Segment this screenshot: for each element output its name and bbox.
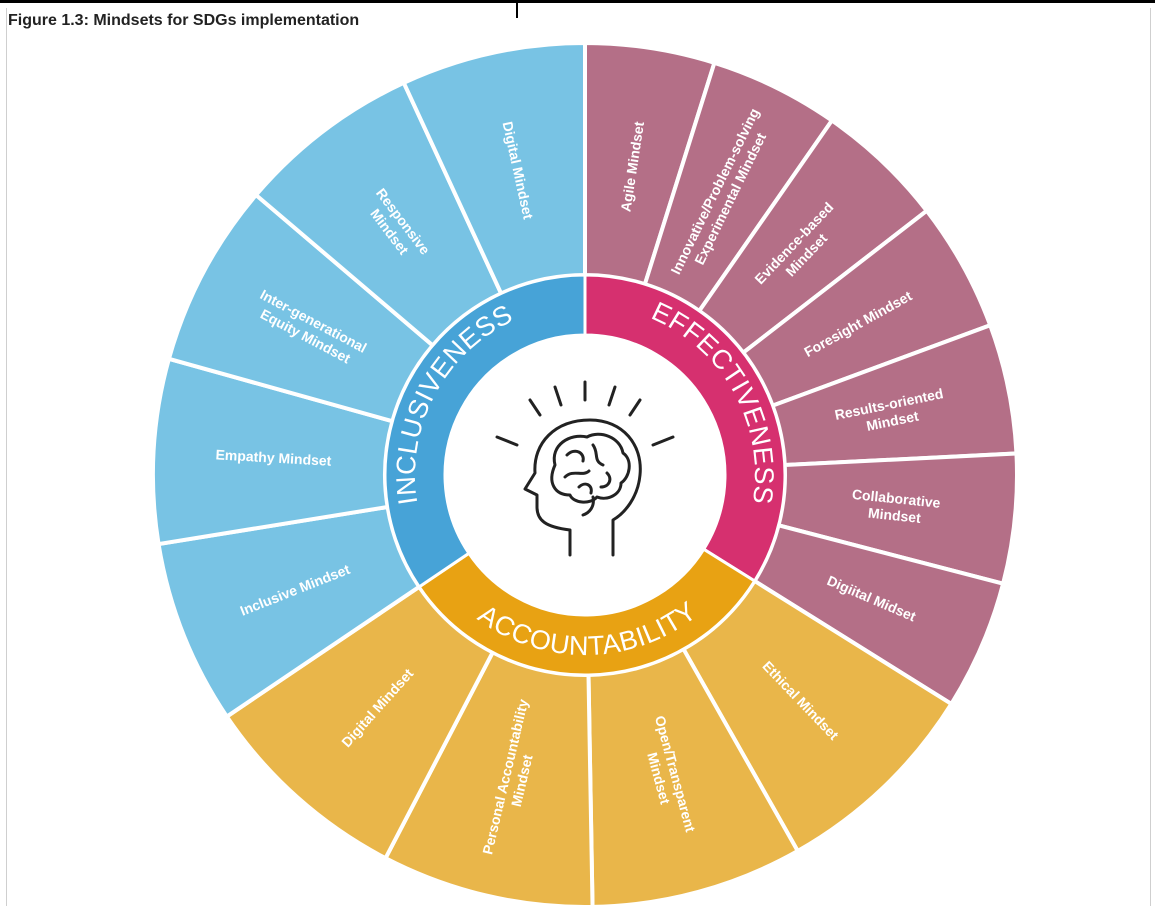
mindset-label-line: Empathy Mindset [215,446,332,468]
center-circle [447,337,723,613]
cursor-tick [516,0,518,18]
right-rule [1150,8,1151,906]
center-disc [447,337,723,613]
figure-title: Figure 1.3: Mindsets for SDGs implementa… [8,12,360,29]
category-band-effectiveness [583,273,787,584]
category-band-inclusiveness [383,273,587,589]
mindset-label-line: Mindset [867,505,922,526]
top-rule [0,0,1155,18]
idea-rays-icon [495,380,675,447]
category-band-accountability [417,547,757,677]
left-rule [6,8,7,906]
head-with-brain-icon [523,418,642,557]
mindset-label: Empathy Mindset [215,446,332,468]
